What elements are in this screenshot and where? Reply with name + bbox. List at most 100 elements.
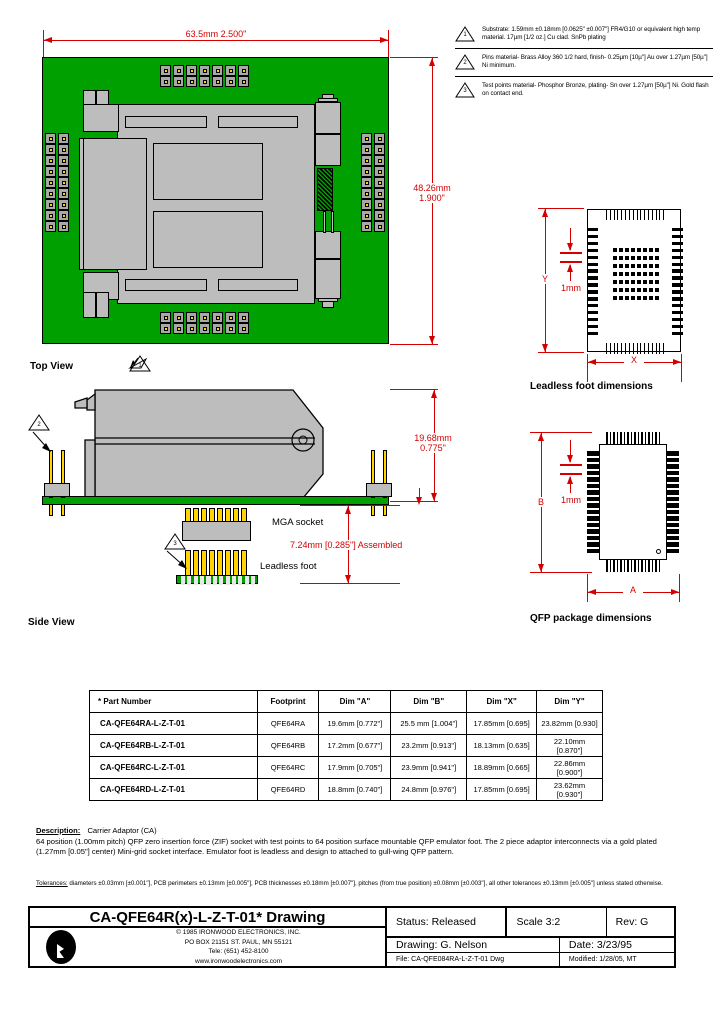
lf-pitch-tick-b (560, 261, 582, 263)
zif-top-slot-right (218, 116, 298, 128)
note-text: Test points material- Phosphor Bronze, p… (482, 81, 709, 98)
leadless-foot-pcb (176, 575, 258, 585)
assembled-ext-top (300, 505, 400, 506)
col-footprint: Footprint (256, 690, 320, 713)
title-block-status-row: Status: Released Scale 3:2 Rev: G (387, 908, 674, 938)
cell-dim-a: 18.8mm [0.740"] (318, 778, 392, 801)
note-triangle-3: 3 (455, 81, 475, 98)
description-heading: Description: (36, 826, 81, 835)
cell-dim-a: 17.2mm [0.677"] (318, 734, 392, 757)
qfp-pitch-label: 1mm (561, 495, 581, 505)
qfp-chip (587, 432, 679, 572)
qfp-dim-a-label: A (623, 585, 643, 595)
zif-bottom-slot-right (218, 279, 298, 291)
side-view-testpoint-callout-number: 3 (173, 540, 177, 547)
side-view-testpoint-callout-triangle: 3 (164, 533, 186, 550)
table-row: CA-QFE64RD-L-Z-T-01 QFE64RD 18.8mm [0.74… (89, 778, 603, 801)
top-view-callout-number: 1 (138, 362, 142, 369)
qfp-chip-body (599, 444, 667, 560)
revision-field: Rev: G (615, 916, 649, 928)
left-header-pads (45, 133, 71, 232)
lf-dim-y-arrow-down (541, 344, 548, 352)
qfp-pitch-tick-b (560, 473, 582, 475)
tolerances-block: Tolerances: diameters ±0.03mm [±0.001"],… (36, 880, 692, 888)
qfp-ext-a-right (679, 574, 680, 602)
lf-dim-y-arrow-up (541, 209, 548, 217)
cell-dim-y: 22.86mm [0.900"] (536, 756, 603, 779)
description-subject: Carrier Adaptor (CA) (87, 826, 157, 835)
qfp-dim-a-arrow-right (671, 588, 679, 595)
note-number: 1 (463, 32, 467, 38)
cell-dim-y: 23.82mm [0.930] (536, 712, 603, 735)
lf-pitch-arrow-up (566, 264, 573, 272)
assembled-arrow-down (344, 575, 351, 583)
lf-ext-bottom (538, 352, 584, 353)
mga-socket-label: MGA socket (272, 517, 324, 528)
description-body: 64 position (1.00mm pitch) QFP zero inse… (36, 836, 657, 857)
table-row: CA-QFE64RB-L-Z-T-01 QFE64RB 17.2mm [0.67… (89, 734, 603, 757)
note-text: Substrate: 1.59mm ±0.18mm [0.0625" ±0.00… (482, 26, 701, 42)
lf-pitch-line-lower (570, 265, 571, 281)
zif-side-profile (74, 389, 324, 499)
company-address: PO BOX 21151 ST. PAUL, MN 55121 (184, 938, 293, 946)
company-website[interactable]: www.ironwoodelectronics.com (194, 957, 283, 965)
sv-ext-bottom (390, 501, 438, 502)
cell-dim-b: 24.8mm [0.976"] (390, 778, 468, 801)
cell-dim-b: 23.9mm [0.941"] (390, 756, 468, 779)
title-block: CA-QFE64R(x)-L-Z-T-01* Drawing © 1985 IR… (28, 906, 676, 968)
latch-spring (317, 168, 333, 211)
note-item: 3 Test points material- Phosphor Bronze,… (455, 75, 713, 104)
top-view-height-dim-2: 1.900" (396, 193, 468, 203)
parts-table: * Part Number Footprint Dim "A" Dim "B" … (89, 690, 603, 801)
lf-dim-x-arrow-right (673, 358, 681, 365)
sv-pin-left-b-tail (61, 504, 65, 516)
top-view-height-dim-1: 48.26mm (396, 183, 468, 193)
top-view-callout-leader (128, 357, 148, 369)
company-address-block: © 1985 IRONWOOD ELECTRONICS, INC. PO BOX… (92, 928, 385, 966)
lf-ext-x-right (681, 354, 682, 382)
latch-block-mid (315, 134, 341, 166)
qfp-pitch-line-lower (570, 477, 571, 493)
col-dim-x: Dim "X" (466, 690, 538, 713)
cell-part-number: CA-QFE64RA-L-Z-T-01 (89, 712, 258, 735)
dim-ext-bottom (390, 344, 438, 345)
col-dim-a: Dim "A" (318, 690, 392, 713)
dim-width-arrow-right (380, 36, 388, 43)
tolerances-heading: Tolerances: (36, 880, 68, 887)
latch-block-top (315, 102, 341, 134)
note-text: Pins material- Brass Alloy 360 1/2 hard,… (482, 53, 708, 70)
notes-block: 1 Substrate: 1.59mm ±0.18mm [0.0625" ±0.… (455, 26, 713, 103)
note-triangle-1: 1 (455, 26, 475, 42)
side-view-pin-leader (32, 431, 51, 452)
table-row: CA-QFE64RC-L-Z-T-01 QFE64RC 17.9mm [0.70… (89, 756, 603, 779)
lf-ext-x-left (587, 354, 588, 382)
note-number: 2 (463, 59, 467, 66)
company-copyright: © 1985 IRONWOOD ELECTRONICS, INC. (176, 929, 301, 936)
leadless-foot-caption: Leadless foot dimensions (530, 381, 653, 392)
cell-part-number: CA-QFE64RD-L-Z-T-01 (89, 778, 258, 801)
assembled-ref-arrow (415, 497, 422, 505)
sv-height-arrow-up (430, 390, 437, 398)
cell-dim-a: 19.6mm [0.772"] (318, 712, 392, 735)
dim-ext-left (43, 30, 44, 58)
dim-width-arrow-left (44, 36, 52, 43)
mga-socket-body (182, 521, 251, 541)
side-view-label: Side View (28, 617, 75, 628)
note-item: 1 Substrate: 1.59mm ±0.18mm [0.0625" ±0.… (455, 26, 713, 48)
cell-dim-x: 18.89mm [0.665] (466, 756, 538, 779)
note-number: 3 (463, 87, 467, 94)
lf-leads-top (606, 209, 665, 220)
top-view-width-dim: 63.5mm 2.500" (140, 29, 292, 39)
qfp-dim-a-arrow-left (588, 588, 596, 595)
sv-pin-left-a (49, 450, 53, 498)
zif-window-upper (153, 143, 263, 200)
cell-footprint: QFE64RC (256, 756, 320, 779)
lf-dim-x-arrow-left (588, 358, 596, 365)
zif-top-slot-left (125, 116, 207, 128)
col-dim-b: Dim "B" (390, 690, 468, 713)
qfp-dim-b-arrow-down (537, 564, 544, 572)
side-view-pin-callout-number: 2 (37, 421, 41, 428)
qfp-pitch-arrow-up (566, 476, 573, 484)
sv-height-dim-1: 19.68mm (396, 433, 470, 443)
note-triangle-2: 2 (455, 53, 475, 70)
